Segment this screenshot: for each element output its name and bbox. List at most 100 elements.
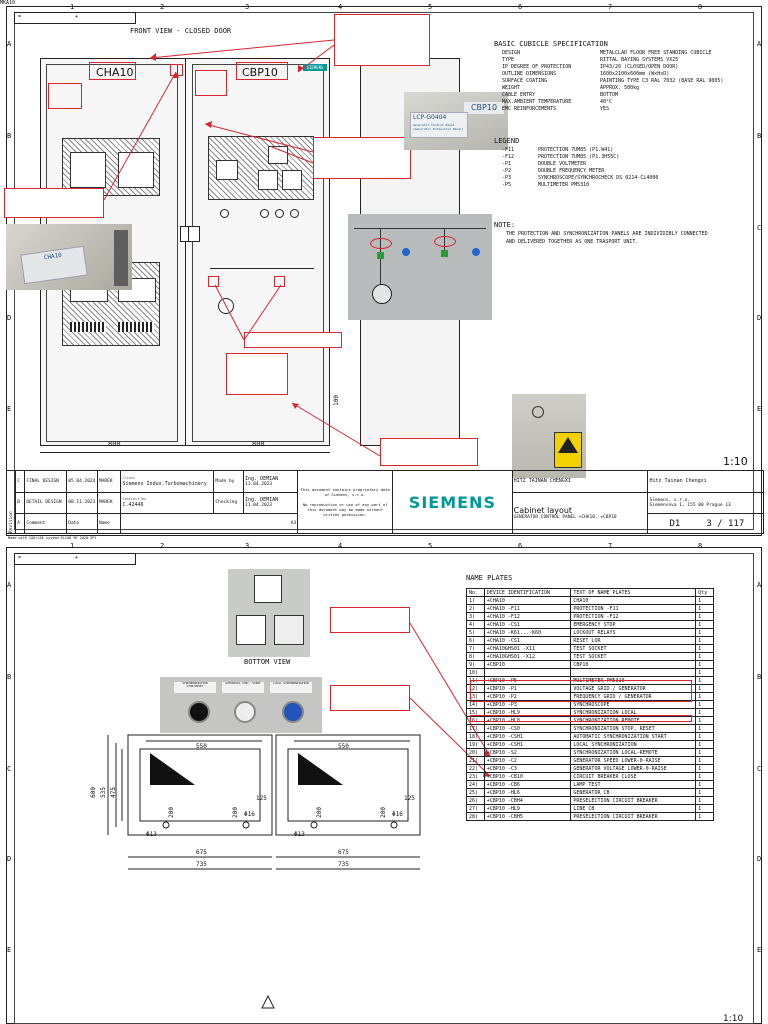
callout-box — [313, 137, 411, 179]
table-cell: 1 — [695, 612, 714, 621]
table-cell: 19) — [466, 740, 485, 749]
relay-display — [70, 152, 106, 188]
made-with: Made with CAD/CAE system ELCAD 9E 2020 S… — [8, 536, 97, 540]
photo-text: CBP10 — [464, 102, 504, 114]
dimension-line — [40, 452, 330, 453]
col-number: 8 — [698, 3, 703, 11]
legend-key: -F11 — [502, 147, 515, 153]
photo-meters — [228, 569, 310, 657]
top-stamp: =+ — [14, 553, 136, 565]
table-cell: 1 — [695, 644, 714, 653]
photo-buttons: SYNCHRONIZATION STOP/RESET AUTOMATIC SYN… — [160, 677, 322, 733]
callout-box — [330, 685, 410, 711]
col-number: 3 — [245, 542, 250, 550]
spec-value: BOTTOM — [600, 92, 619, 98]
table-cell: 25) — [466, 788, 485, 797]
table-cell: +CHA10GHS01 -X12 — [483, 652, 572, 661]
table-cell: 6) — [466, 636, 485, 645]
right-door — [192, 64, 324, 442]
table-cell: 1 — [695, 812, 714, 821]
table-cell: 21) — [466, 756, 485, 765]
legend-key: -F12 — [502, 154, 515, 160]
row-letter: A — [757, 581, 762, 589]
siemens-badge: SIEMENS — [303, 64, 327, 71]
col-number: 6 — [518, 542, 523, 550]
callout-box — [330, 607, 410, 633]
table-cell: 1 — [695, 652, 714, 661]
row-letter: C — [757, 765, 762, 773]
dim-200: 200 — [380, 807, 387, 818]
table-cell: +CBP10 -C3 — [483, 764, 572, 773]
dim-right: 800 — [252, 440, 265, 448]
table-cell: +CBP10 -CBH4 — [483, 796, 572, 805]
table-header: No. — [466, 588, 485, 597]
table-cell: 1 — [695, 724, 714, 733]
table-cell: PRESELECTION CIRCUIT BREAKER — [570, 796, 697, 805]
scale: 1:10 — [723, 455, 748, 468]
table-cell: CHA10 — [570, 596, 697, 605]
spec-key: TYPE — [502, 57, 515, 63]
dim-475: 475 — [110, 787, 117, 798]
siemens-logo: SIEMENS — [408, 492, 496, 512]
table-cell: 1 — [695, 740, 714, 749]
table-cell: 4) — [466, 620, 485, 629]
row-letter: C — [757, 224, 762, 232]
highlight-rows-meters — [470, 680, 692, 702]
table-cell: 1 — [695, 636, 714, 645]
dim-550: 550 — [338, 743, 349, 750]
dim-735: 735 — [338, 861, 349, 868]
spec-key: OUTLINE DIMENSIONS — [502, 71, 557, 77]
legend-value: DOUBLE FREQUENCY METER — [538, 168, 605, 174]
table-cell: +CHA10 -F11 — [483, 604, 572, 613]
dim-phi16: Φ16 — [244, 811, 255, 818]
callout-box — [334, 14, 430, 66]
note-text: AND DELIVERED TOGETHER AS ONE TRASPORT U… — [506, 239, 639, 245]
table-cell: 1 — [695, 772, 714, 781]
row-letter: A — [7, 40, 12, 48]
table-cell: 1 — [695, 708, 714, 717]
table-cell: 1 — [695, 716, 714, 725]
col-number: 5 — [428, 542, 433, 550]
callout-box — [195, 70, 227, 96]
photo-cha10-label: CHA10 — [6, 224, 132, 290]
top-stamp: =+ — [14, 12, 136, 24]
table-cell: 1 — [695, 620, 714, 629]
legend-value: PROTECTION 7UM85 (P1.3H55C) — [538, 154, 620, 160]
callout-arrows — [103, 39, 381, 457]
button-plate: AUTOMATIC SYNC. START — [222, 681, 264, 693]
row-letter: D — [757, 314, 762, 322]
col-number: 2 — [160, 3, 165, 11]
callout-box — [48, 83, 82, 109]
dim-735: 735 — [196, 861, 207, 868]
callout-box — [380, 438, 478, 466]
table-cell: SYNCHRONIZATION STOP, RESET — [570, 724, 697, 733]
table-cell: 1 — [695, 804, 714, 813]
note-title: NOTE: — [494, 221, 516, 229]
switch-row — [220, 205, 310, 235]
table-cell: 2) — [466, 604, 485, 613]
spec-value: APPROX. 500kg — [600, 85, 640, 91]
dim-phi13: Φ13 — [146, 831, 157, 838]
row-letter: D — [757, 855, 762, 863]
row-letter: D — [7, 855, 12, 863]
photo-text: Generator Control Panel (Generator Prote… — [413, 123, 464, 131]
photo-text: LCP-G0404 — [413, 114, 447, 121]
dim-left: 800 — [108, 440, 121, 448]
table-cell: 1 — [695, 604, 714, 613]
row-letter: E — [7, 946, 12, 954]
spec-key: IP DEGREE OF PROTECTION — [502, 64, 572, 70]
legend-key: -P3 — [502, 175, 512, 181]
table-cell: +CHA10 -K61...-K60 — [483, 628, 572, 637]
dim-phi13: Φ13 — [294, 831, 305, 838]
bottom-view-title: BOTTOM VIEW — [244, 658, 291, 666]
bottom-view-drawing — [107, 622, 491, 1009]
voltmeter-p1 — [258, 170, 278, 190]
legend-key: -P5 — [502, 182, 512, 188]
